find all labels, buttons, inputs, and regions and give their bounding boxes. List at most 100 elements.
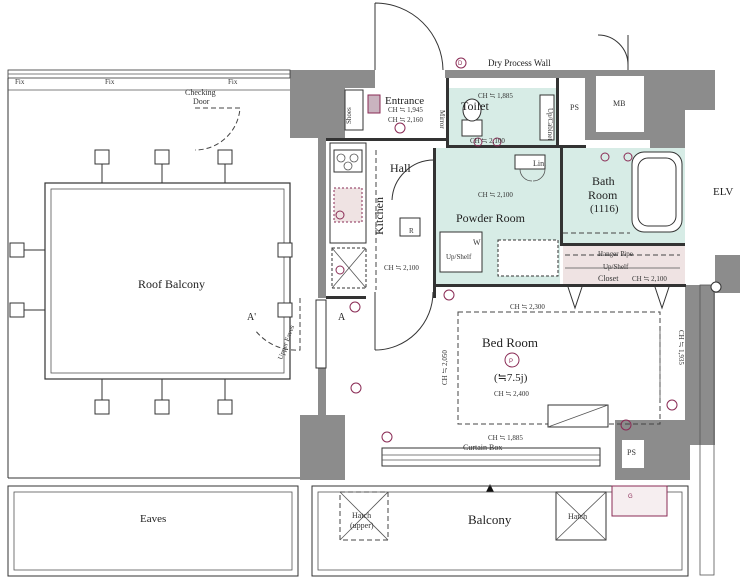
gas-box: [611, 485, 668, 517]
partition-kitchen-top: [326, 138, 446, 141]
mb-space: [596, 76, 644, 132]
curtain-box-label: Curtain Box: [463, 443, 502, 452]
toilet-cabinet: [539, 94, 555, 141]
curtain-window: [381, 447, 601, 492]
dry-process-wall-label: Dry Process Wall: [488, 58, 551, 68]
washing-machine-space: [439, 231, 483, 273]
wall-left-upper: [318, 138, 326, 298]
marker-p-label: P: [509, 359, 513, 365]
toilet-seat: [462, 98, 482, 122]
door-label: Door: [193, 97, 210, 106]
hatch-upper-box: [339, 491, 389, 541]
ps-label-top: PS: [570, 103, 579, 112]
checking-door-swing: [194, 107, 241, 151]
pergola-posts: [9, 149, 293, 415]
ch-toilet-1: CH ≒ 1,885: [478, 92, 513, 100]
cooktop: [333, 149, 363, 173]
closet-floor: [563, 246, 685, 284]
ch-powder: CH ≒ 2,100: [478, 191, 513, 199]
partition-toilet-bottom: [446, 145, 586, 148]
pergola-frame: [44, 182, 291, 380]
hatch-upper-sub: (upper): [350, 521, 374, 530]
closet-label: Closet: [598, 274, 619, 283]
entrance-label: Entrance: [385, 95, 424, 107]
section-a-left: A': [247, 312, 256, 323]
bed-room-elements: [457, 311, 661, 428]
roof-balcony: [7, 69, 327, 479]
marker-p: [504, 352, 520, 368]
curtain-box: [381, 447, 601, 467]
ch-entrance-1: CH ≒ 1,945: [388, 106, 423, 114]
hatch-label: Hatch: [568, 512, 587, 521]
mb-label: MB: [613, 99, 625, 108]
vanity: [497, 239, 559, 277]
up-cabinet-label: Up/Cabinet: [546, 108, 554, 140]
partition-hall-bottom: [326, 296, 366, 299]
partition-entrance-right: [446, 78, 449, 148]
bed-room-label: Bed Room: [482, 335, 538, 350]
bathtub: [631, 151, 683, 233]
entrance-area: [344, 2, 629, 131]
shoes-label: Shoes: [345, 107, 353, 124]
partition-bath-left: [560, 148, 563, 243]
entrance-step: [367, 94, 381, 114]
wall-elv-top: [685, 70, 715, 110]
roof-door-swing: [254, 298, 301, 351]
roof-balcony-label: Roof Balcony: [138, 277, 205, 291]
ch-kitchen: CH ≒ 2,100: [384, 264, 419, 272]
kitchen-fixtures: [329, 142, 377, 290]
ch-entrance-2: CH ≒ 2,160: [388, 116, 423, 124]
mirror-label: Mirror: [438, 110, 446, 129]
hall-box: [399, 217, 421, 237]
powder-fixtures: [439, 154, 559, 277]
bath-label-2: Room: [588, 188, 618, 202]
kitchen-sink: [333, 187, 363, 223]
partition-closet-top: [560, 243, 685, 246]
wall-dry-top: [445, 70, 685, 78]
ps-label-bottom: PS: [627, 448, 636, 457]
eaves-label: Eaves: [140, 513, 166, 525]
up-shelf-closet: Up/Shelf: [603, 263, 629, 271]
bed-door-arc: [374, 291, 434, 351]
section-a-right: A: [338, 312, 346, 323]
closet-fixtures: [565, 254, 680, 310]
marker-w-label: W: [473, 238, 481, 247]
toilet-label: Toilet: [461, 99, 489, 113]
wall-left-lower: [318, 330, 326, 430]
toilet-fixtures: [461, 94, 555, 141]
upper-eaves-label: Upper Eaves: [276, 324, 296, 361]
marker-r-label: R: [409, 227, 414, 235]
balcony-label: Balcony: [468, 512, 512, 527]
hall-door-arc: [391, 159, 435, 201]
wall-entrance-top: [345, 70, 375, 88]
ch-bed-center: CH ≒ 2,400: [494, 390, 529, 398]
fix-windows: [7, 69, 291, 79]
hall-elements: [374, 159, 435, 351]
fix-label-3: Fix: [228, 78, 238, 86]
lin-label: Lin.: [533, 159, 546, 168]
elv-label: ELV: [713, 186, 733, 198]
text-labels: Dry Process Wall Fix Fix Fix Checking Do…: [15, 58, 733, 530]
roof-door-frame: [315, 299, 327, 369]
marker-d-label: D: [458, 61, 463, 67]
fix-label-2: Fix: [105, 78, 115, 86]
bath-label-1: Bath: [592, 174, 615, 188]
partition-bed-top: [436, 284, 686, 287]
toilet-bowl: [461, 119, 483, 137]
powder-room-label: Powder Room: [456, 211, 526, 225]
closet-doors: [567, 286, 670, 310]
hanger-pipe-label: Hanger Pipe: [598, 250, 633, 258]
bed-size-label: (≒7.5j): [494, 372, 528, 384]
fix-label-1: Fix: [15, 78, 25, 86]
ps-lower-space: [622, 440, 644, 468]
eaves-area: [7, 485, 299, 577]
linen-shelf: [514, 154, 546, 170]
wall-bottom-left: [300, 415, 345, 480]
partition-powder-left: [433, 148, 436, 298]
ch-bed-left: CH ≒ 2,050: [441, 350, 449, 385]
balcony-arrow: [486, 484, 494, 492]
checking-label: Checking: [185, 88, 216, 97]
kitchen-label: Kitchen: [372, 197, 386, 235]
wall-upper-left: [290, 70, 345, 138]
